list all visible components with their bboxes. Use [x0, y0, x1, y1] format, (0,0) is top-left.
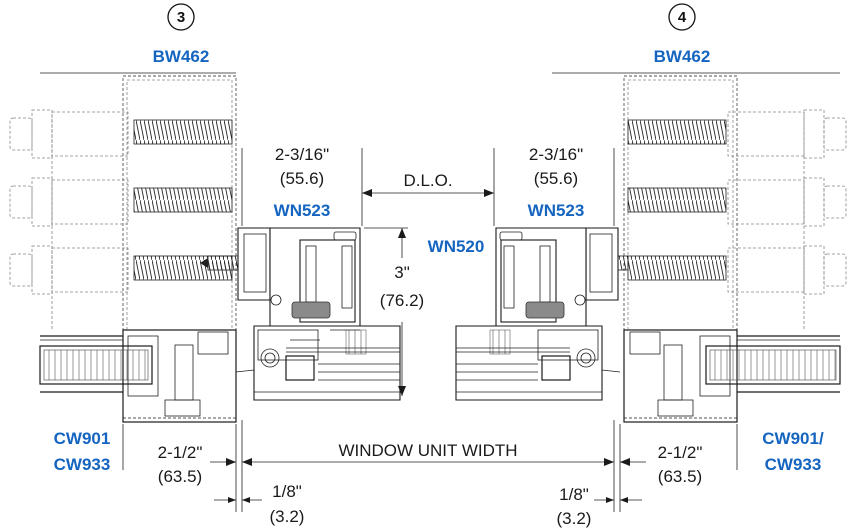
left-frame-wn523 — [200, 227, 401, 401]
dlo-label: D.L.O. — [403, 171, 452, 190]
window-width-label: WINDOW UNIT WIDTH — [338, 441, 517, 460]
cw901-label-right: CW901/ — [762, 429, 824, 448]
bolt-heads-left — [9, 109, 129, 330]
frame-dim-right-metric: (55.6) — [534, 169, 578, 188]
right-frame-wn523 — [455, 227, 629, 401]
window-width-dimension: WINDOW UNIT WIDTH — [242, 441, 614, 466]
frame-dim-right-imperial: 2-3/16" — [529, 145, 583, 164]
wn520-label: WN520 — [428, 237, 485, 256]
height-dim-metric: (76.2) — [380, 291, 424, 310]
sill-dim-right-metric: (63.5) — [658, 467, 702, 486]
sill-dimension-right: 2-1/2" (63.5) — [613, 420, 738, 512]
gap-dimension-left: 1/8" (3.2) — [214, 482, 304, 526]
gap-dim-left-imperial: 1/8" — [272, 482, 302, 501]
left-panel — [39, 335, 153, 393]
frame-dim-left-metric: (55.6) — [280, 169, 324, 188]
sill-dimension-left: 2-1/2" (63.5) — [122, 420, 243, 512]
wn523-label-right: WN523 — [528, 201, 585, 220]
wn523-label-left: WN523 — [274, 201, 331, 220]
frame-dimension-right: 2-3/16" (55.6) — [493, 145, 615, 226]
cw901-label-left: CW901 — [54, 429, 111, 448]
sill-dim-left-metric: (63.5) — [158, 467, 202, 486]
bw462-label-left: BW462 — [153, 47, 210, 66]
mullion-number-right: 4 — [678, 9, 687, 26]
bolt-heads-right — [727, 109, 847, 330]
gap-dim-left-metric: (3.2) — [270, 507, 305, 526]
bw462-label-right: BW462 — [654, 47, 711, 66]
sill-dim-left-imperial: 2-1/2" — [158, 443, 203, 462]
mullion-number-left: 3 — [177, 9, 185, 26]
cw933-label-left: CW933 — [54, 455, 111, 474]
sill-dim-right-imperial: 2-1/2" — [658, 443, 703, 462]
gap-dimension-right: 1/8" (3.2) — [557, 485, 642, 528]
right-panel — [705, 335, 841, 393]
gap-dim-right-metric: (3.2) — [557, 509, 592, 528]
mullion-tag-4: 4 — [668, 3, 696, 31]
height-dimension: 3" (76.2) — [364, 227, 424, 396]
frame-dimension-left: 2-3/16" (55.6) — [241, 145, 363, 226]
height-dim-imperial: 3" — [394, 263, 410, 282]
gap-dim-right-imperial: 1/8" — [559, 485, 589, 504]
frame-dim-left-imperial: 2-3/16" — [275, 145, 329, 164]
dlo-dimension: D.L.O. — [362, 171, 494, 197]
cw933-label-right: CW933 — [765, 455, 822, 474]
mullion-tag-3: 3 — [167, 3, 195, 31]
